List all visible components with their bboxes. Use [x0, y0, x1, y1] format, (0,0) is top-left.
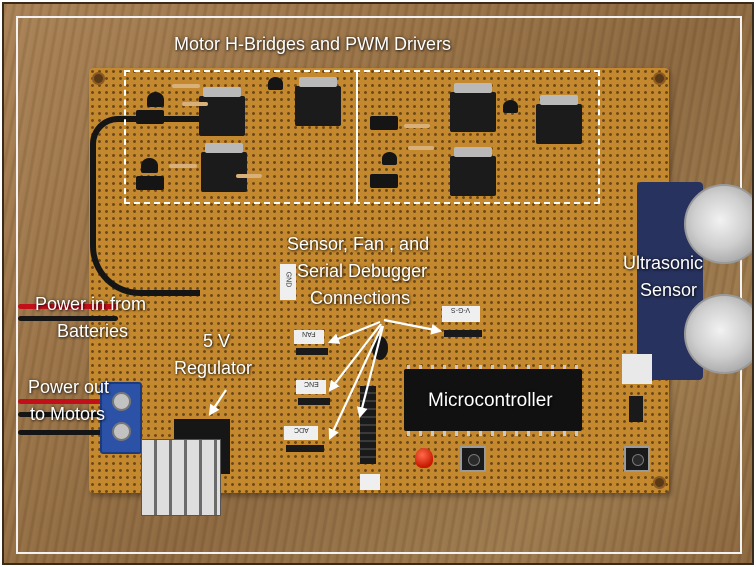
- red-led: [415, 448, 433, 468]
- hbridge-dashed-box: [124, 70, 600, 204]
- label-ultrasonic-line1: Ultrasonic: [623, 253, 704, 273]
- adc-header: [286, 445, 324, 452]
- label-ultrasonic-line2: Sensor: [640, 280, 698, 300]
- label-power-out-line1: Power out: [28, 377, 110, 397]
- resistor-1: [172, 84, 200, 88]
- small-transistor-1: [147, 92, 164, 107]
- ultrasonic-transducer-bottom: [684, 294, 752, 374]
- label-sensor-line3: Connections: [310, 288, 411, 308]
- debug-header: [444, 330, 482, 337]
- label-sensor-line2: Serial Debugger: [297, 261, 428, 281]
- arrow-to-enc-header: [328, 323, 382, 392]
- adc-tag: ADC: [284, 426, 318, 440]
- hbridge-driver-4: [450, 83, 496, 132]
- gnd-tag: GND: [280, 264, 296, 300]
- driver-chip-1: [136, 110, 164, 124]
- small-transistor-4: [503, 100, 518, 113]
- label-power-out-line2: to Motors: [30, 404, 106, 424]
- mounting-hole-top-left: [92, 72, 105, 85]
- driver-chip-2: [136, 176, 164, 190]
- label-regulator-line2: Regulator: [174, 358, 253, 378]
- fan-tag: FAN: [294, 330, 324, 344]
- label-sensor-line1: Sensor, Fan , and: [287, 234, 430, 254]
- sonar-tag: [622, 354, 652, 384]
- microcontroller-chip: [404, 369, 582, 431]
- small-tag-bottom: [360, 474, 380, 490]
- small-transistor-3: [141, 158, 158, 173]
- fan-header: [296, 348, 328, 355]
- hbridge-driver-5: [536, 95, 582, 144]
- sensor-header-column: [360, 386, 376, 464]
- annotation-arrows: [208, 318, 443, 440]
- resistor-6: [236, 174, 262, 178]
- hbridge-driver-3: [201, 143, 247, 192]
- arrow-to-debug-header: [383, 318, 443, 335]
- sonar-header: [629, 396, 643, 422]
- small-transistor-2: [268, 77, 283, 90]
- resistor-3: [169, 164, 197, 168]
- mcu-pins-top: [407, 365, 579, 370]
- terminal-screw-2: [112, 422, 131, 441]
- terminal-screw-1: [112, 392, 131, 411]
- enc-tag: ENC: [296, 380, 326, 394]
- user-pushbutton: [624, 446, 650, 472]
- hbridge-driver-2: [295, 77, 341, 126]
- motor-wire-red: [18, 399, 108, 404]
- vss-tag: V-G-S: [442, 306, 480, 322]
- reset-pushbutton: [460, 446, 486, 472]
- photo-inner-frame: [16, 16, 742, 554]
- resistor-2: [182, 102, 208, 106]
- mounting-hole-bottom-right: [653, 476, 666, 489]
- arrow-to-fan-header: [327, 320, 381, 344]
- label-hbridges: Motor H-Bridges and PWM Drivers: [174, 34, 452, 54]
- motor-wire-black: [18, 412, 108, 417]
- battery-wire-red: [18, 304, 118, 309]
- arrow-to-adc-header: [328, 325, 383, 440]
- screw-terminal-block: [100, 382, 142, 454]
- arrow-to-regulator: [208, 389, 227, 416]
- enc-header: [298, 398, 330, 405]
- label-power-in-line2: Batteries: [57, 321, 129, 341]
- label-power-in-line1: Power in from: [35, 294, 147, 314]
- mounting-hole-top-right: [653, 72, 666, 85]
- resistor-5: [408, 146, 434, 150]
- battery-wire-black: [18, 316, 118, 321]
- regulator-heatsink: [141, 439, 221, 516]
- hbridge-divider: [356, 70, 358, 202]
- mcu-pins-bottom: [407, 431, 579, 436]
- resistor-4: [404, 124, 430, 128]
- driver-chip-3: [370, 116, 398, 130]
- label-regulator-line1: 5 V: [203, 331, 231, 351]
- motor-wire-black-2: [18, 430, 108, 435]
- small-transistor-5: [382, 152, 397, 165]
- driver-chip-4: [370, 174, 398, 188]
- hbridge-driver-6: [450, 147, 496, 196]
- arrow-to-header-column: [356, 325, 385, 419]
- label-microcontroller: Microcontroller: [428, 390, 553, 411]
- ultrasonic-transducer-top: [684, 184, 752, 264]
